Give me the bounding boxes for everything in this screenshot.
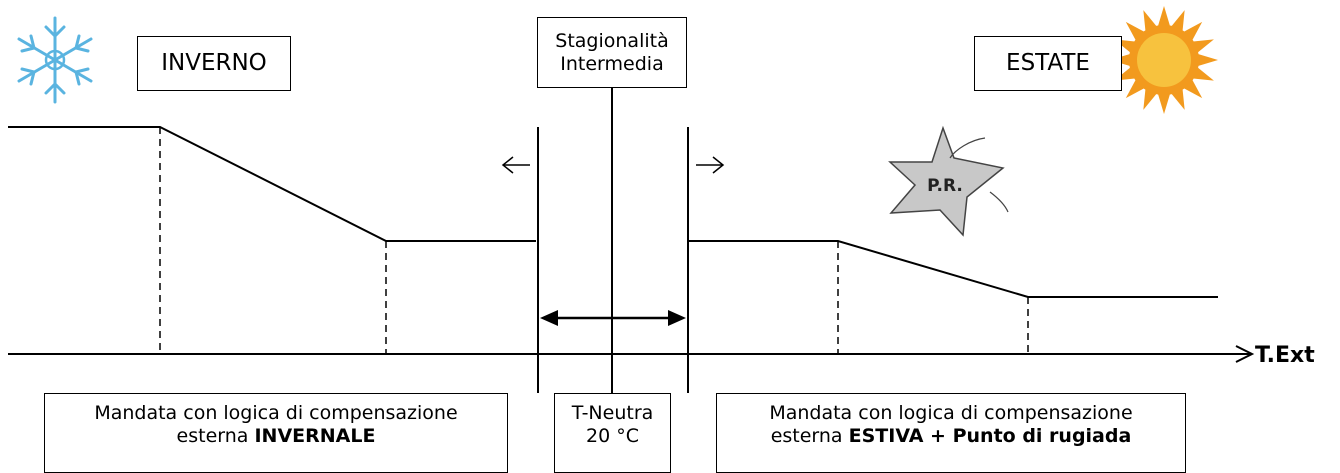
winter-caption-prefix: esterna: [176, 424, 255, 447]
right-arrowhead: [712, 156, 725, 174]
summer-caption-line1: Mandata con logica di compensazione: [769, 402, 1133, 424]
band-width-arrowhead-left: [540, 310, 558, 326]
snowflake-icon: [17, 16, 93, 104]
summer-curve: [688, 240, 1218, 298]
winter-caption-line2: esterna INVERNALE: [177, 425, 376, 448]
summer-caption-line2: esterna ESTIVA + Punto di rugiada: [771, 425, 1132, 448]
summer-caption-bold: ESTIVA + Punto di rugiada: [848, 424, 1132, 447]
winter-caption-bold: INVERNALE: [254, 424, 376, 447]
band-width-arrowhead-right: [668, 310, 686, 326]
intermediate-season-line1: Stagionalità: [555, 29, 669, 52]
neutral-temp-line1: T-Neutra: [571, 402, 654, 424]
winter-label: INVERNO: [161, 49, 267, 76]
winter-caption-line1: Mandata con logica di compensazione: [94, 402, 458, 424]
winter-label-box: INVERNO: [137, 36, 291, 91]
left-arrowhead: [501, 156, 514, 174]
summer-caption-box: Mandata con logica di compensazione este…: [716, 393, 1186, 473]
summer-label: ESTATE: [1006, 49, 1090, 76]
summer-label-box: ESTATE: [974, 36, 1122, 91]
summer-caption-prefix: esterna: [770, 424, 849, 447]
dew-point-label: P.R.: [927, 176, 963, 196]
winter-curve: [8, 126, 536, 242]
sun-icon: [1110, 6, 1218, 114]
x-axis-label: T.Ext: [1255, 343, 1315, 368]
winter-caption-box: Mandata con logica di compensazione este…: [44, 393, 508, 473]
x-axis-arrowhead: [1235, 345, 1255, 363]
dew-point-badge: P.R.: [888, 125, 1009, 237]
neutral-temp-box: T-Neutra 20 °C: [554, 393, 671, 473]
intermediate-season-line2: Intermedia: [560, 52, 664, 75]
intermediate-season-box: Stagionalità Intermedia: [537, 17, 687, 88]
neutral-temp-line2: 20 °C: [586, 424, 639, 447]
